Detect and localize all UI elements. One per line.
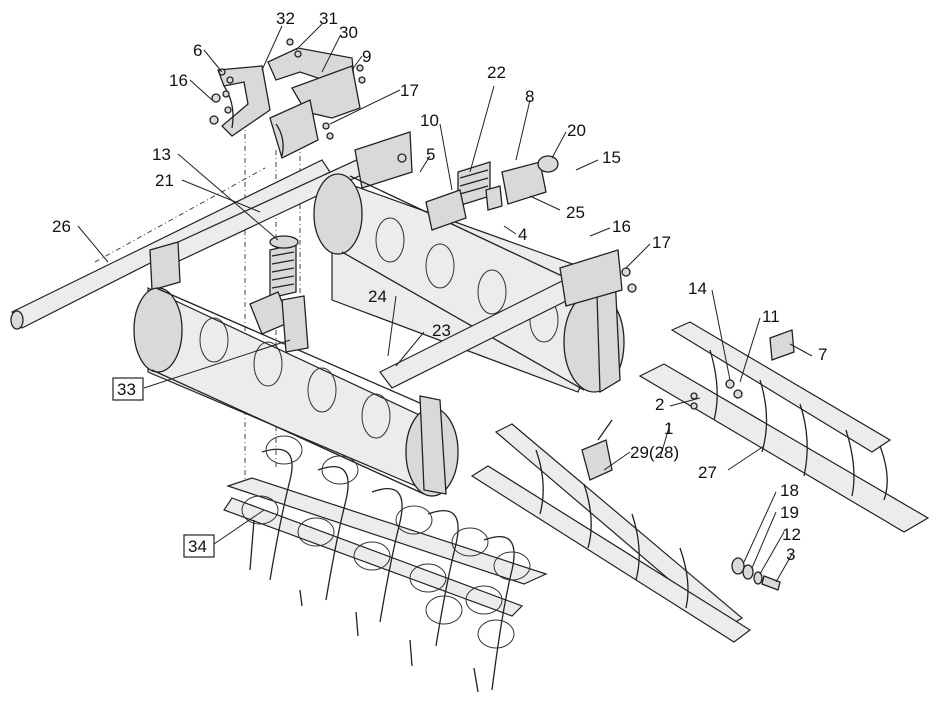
callout-29-28: 29(28) (630, 443, 679, 462)
callout-12: 12 (782, 525, 801, 544)
callout-25: 25 (566, 203, 585, 222)
callout-8: 8 (525, 87, 534, 106)
label-box-34 (183, 534, 215, 558)
linkage-arm (379, 249, 637, 389)
callout-11: 11 (762, 307, 780, 326)
callout-24: 24 (368, 287, 387, 306)
callout-17-lower: 17 (652, 233, 671, 252)
label-box-33 (112, 377, 144, 401)
roller-rear (313, 173, 625, 394)
callout-3: 3 (786, 545, 795, 564)
callout-4: 4 (518, 225, 527, 244)
tine-bar-27 (638, 321, 930, 533)
callout-16-upper: 16 (169, 71, 188, 90)
leader-lines (77, 23, 813, 583)
callout-30: 30 (339, 23, 358, 42)
callout-9: 9 (362, 47, 371, 66)
callout-32: 32 (276, 9, 295, 28)
callout-34: 34 (188, 537, 207, 556)
callout-26: 26 (52, 217, 71, 236)
spring-tine-rake-34 (223, 435, 548, 693)
callout-2: 2 (655, 395, 664, 414)
callout-27: 27 (698, 463, 717, 482)
callout-20: 20 (567, 121, 586, 140)
callout-labels: 32 31 30 6 9 16 17 22 8 10 20 13 5 15 21… (52, 9, 827, 564)
callout-33: 33 (117, 380, 136, 399)
callout-23: 23 (432, 321, 451, 340)
callout-17-upper: 17 (400, 81, 419, 100)
callout-31: 31 (319, 9, 338, 28)
spring-mechanism (249, 155, 559, 353)
callout-5: 5 (426, 145, 435, 164)
hardware-stack (731, 557, 781, 591)
upper-bracket-assembly (209, 38, 366, 159)
callout-18: 18 (780, 481, 799, 500)
callout-21: 21 (155, 171, 174, 190)
callout-10: 10 (420, 111, 439, 130)
callout-7: 7 (818, 345, 827, 364)
alignment-guides (94, 110, 301, 480)
callout-14: 14 (688, 279, 707, 298)
callout-6: 6 (193, 41, 202, 60)
callout-19: 19 (780, 503, 799, 522)
callout-1: 1 (664, 419, 673, 438)
callout-13: 13 (152, 145, 171, 164)
callout-22: 22 (487, 63, 506, 82)
main-frame (149, 131, 413, 291)
callout-15: 15 (602, 148, 621, 167)
callout-16-lower: 16 (612, 217, 631, 236)
